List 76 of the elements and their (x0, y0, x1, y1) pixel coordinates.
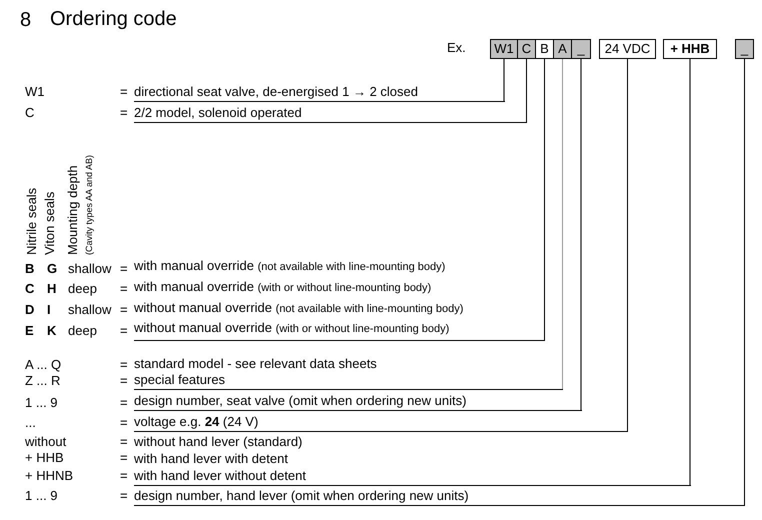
code-label: without (25, 434, 66, 450)
note-text: (with or without line-mounting body) (276, 323, 450, 336)
code-label: I (47, 302, 51, 318)
equals-sign: = (120, 84, 128, 100)
description-text: directional seat valve, de-energised 1 → 2 closed (134, 84, 418, 99)
code-label: C (25, 281, 34, 297)
code-label: K (47, 323, 56, 339)
equals-sign: = (120, 415, 128, 431)
equals-sign: = (120, 434, 128, 450)
description-text: special features (134, 372, 226, 387)
code-box: 24 VDC (599, 39, 656, 59)
example-label: Ex. (447, 40, 466, 56)
description-text: without manual override (134, 320, 272, 336)
description-text: without manual override (134, 300, 272, 315)
code-label: shallow (68, 302, 112, 318)
leader-line (627, 58, 628, 432)
leader-line (544, 58, 545, 341)
code-box: + HHB (663, 39, 717, 59)
equals-sign: = (120, 357, 128, 373)
section-number: 8 (20, 8, 32, 32)
equals-sign: = (120, 450, 128, 466)
code-label: 1 ... 9 (25, 488, 58, 504)
code-label: W1 (25, 84, 44, 100)
code-box: C (517, 39, 536, 59)
code-label: A ... Q (25, 357, 62, 373)
leader-line (562, 58, 563, 390)
equals-sign: = (120, 395, 128, 411)
leader-line (580, 58, 582, 411)
code-label: B (25, 261, 34, 277)
equals-sign: = (120, 488, 128, 504)
leader-line (744, 58, 745, 506)
code-label: D (25, 302, 34, 318)
description-text: voltage e.g. 24 (24 V) (134, 414, 258, 429)
code-box: B (535, 39, 554, 59)
note-text: (not available with line-mounting body) (276, 302, 464, 315)
code-label: E (25, 323, 34, 339)
description-text: design number, hand lever (omit when ordering new units) (134, 488, 469, 503)
code-label: deep (68, 323, 97, 339)
equals-sign: = (120, 323, 128, 339)
equals-sign: = (120, 302, 128, 318)
equals-sign: = (120, 105, 128, 121)
description-text: with manual override (134, 258, 254, 274)
underlined-description (134, 356, 563, 390)
column-header: Nitrile seals (24, 188, 40, 255)
code-label: G (47, 261, 58, 277)
code-box: _ (735, 39, 754, 59)
leader-line (526, 58, 527, 123)
code-box: W1 (490, 39, 518, 59)
description-text: with hand lever with detent (134, 451, 288, 466)
note-text: (not available with line-mounting body) (258, 261, 446, 274)
column-header: Viton seals (42, 192, 58, 255)
code-box: _ (571, 39, 591, 59)
column-header: Mounting depth (65, 165, 81, 255)
description-text: standard model - see relevant data sheets (134, 356, 377, 371)
code-label: H (47, 281, 56, 297)
description-text: design number, seat valve (omit when ordering new units) (134, 393, 466, 408)
column-note: (Cavity types AA and AB) (84, 154, 95, 255)
code-box: A (553, 39, 572, 59)
equals-sign: = (120, 373, 128, 389)
code-label: deep (68, 281, 97, 297)
code-label: Z ... R (25, 373, 60, 389)
description-text: without hand lever (standard) (134, 434, 302, 449)
note-text: (with or without line-mounting body) (258, 282, 432, 294)
description-text: 2/2 model, solenoid operated (134, 105, 302, 120)
heading: Ordering code (50, 8, 177, 31)
description-text: with hand lever without detent (134, 468, 306, 483)
code-label: + HHNB (25, 468, 74, 484)
equals-sign: = (120, 281, 128, 297)
code-label: C (25, 105, 34, 121)
code-label: ... (25, 415, 36, 431)
code-label: shallow (68, 261, 112, 277)
equals-sign: = (120, 468, 128, 484)
equals-sign: = (120, 261, 128, 277)
description-text: with manual override (134, 278, 254, 294)
code-label: + HHB (25, 450, 64, 466)
code-label: 1 ... 9 (25, 395, 58, 411)
